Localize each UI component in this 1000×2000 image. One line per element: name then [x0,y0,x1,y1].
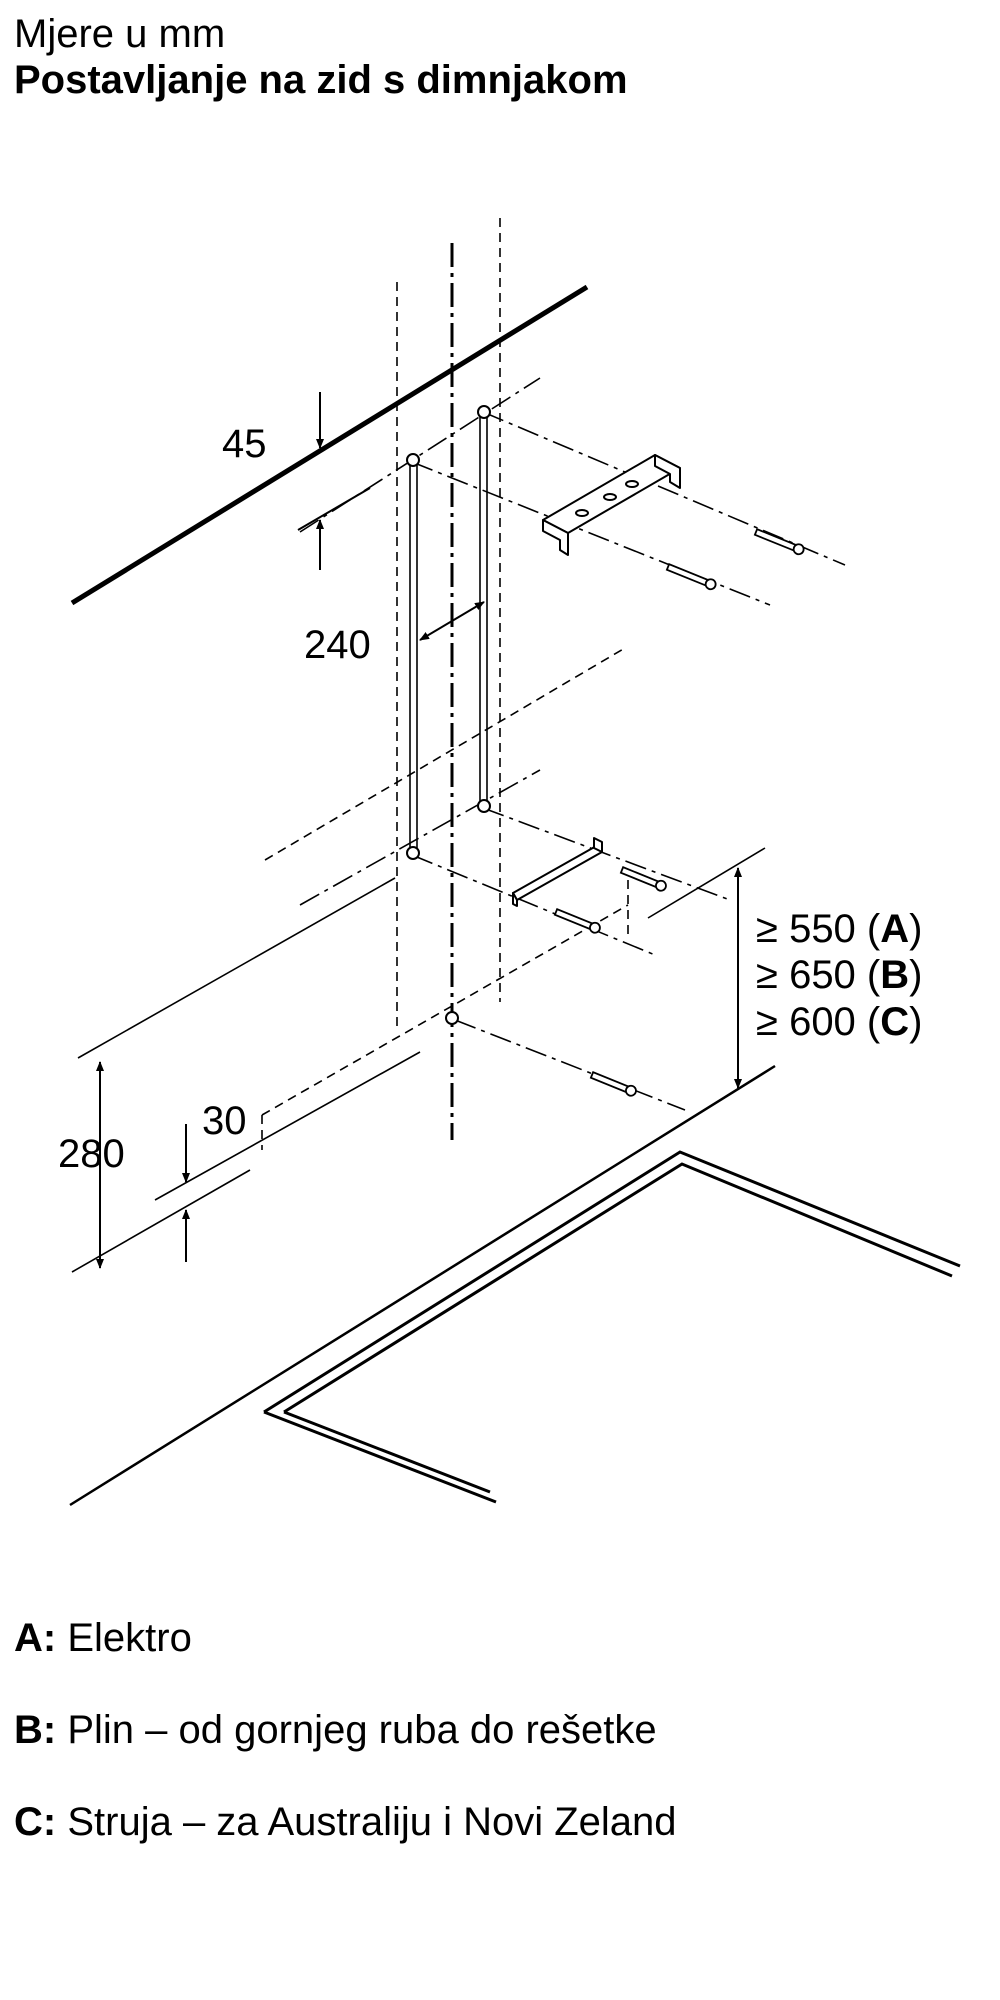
clearance-b: ≥ 650 (B) [756,953,922,997]
cooktop-front-line [69,1064,776,1507]
chimney-outline [261,218,629,1150]
drill-holes [406,405,491,1025]
upper-bracket [542,454,681,556]
legend-item-c: C: Struja – za Australiju i Novi Zeland [14,1800,677,1845]
dim-45-label: 45 [222,422,267,466]
hood-reference-lines [71,847,766,1273]
legend-key: B: [14,1708,57,1752]
dim-280-label: 280 [58,1132,125,1176]
dim-240-arrow [419,601,485,641]
clearance-c: ≥ 600 (C) [756,1000,922,1044]
ceiling-line [70,284,589,606]
legend-item-b: B: Plin – od gornjeg ruba do rešetke [14,1708,657,1753]
legend-item-a: A: Elektro [14,1616,192,1661]
dim-45-arrows [297,392,371,570]
legend-text: Elektro [67,1616,192,1660]
dim-240-label: 240 [304,623,371,667]
diagram-title: Postavljanje na zid s dimnjakom [14,58,628,102]
legend-key: C: [14,1800,57,1844]
lower-bracket [512,837,603,907]
screws [553,528,805,1097]
mounting-slots [409,412,488,850]
units-label: Mjere u mm [14,12,226,56]
dim-30-label: 30 [202,1099,247,1143]
legend-text: Struja – za Australiju i Novi Zeland [67,1800,677,1844]
clearance-a: ≥ 550 (A) [756,907,922,951]
cooktop [263,1150,961,1504]
legend-key: A: [14,1616,57,1660]
legend-text: Plin – od gornjeg ruba do rešetke [67,1708,657,1752]
